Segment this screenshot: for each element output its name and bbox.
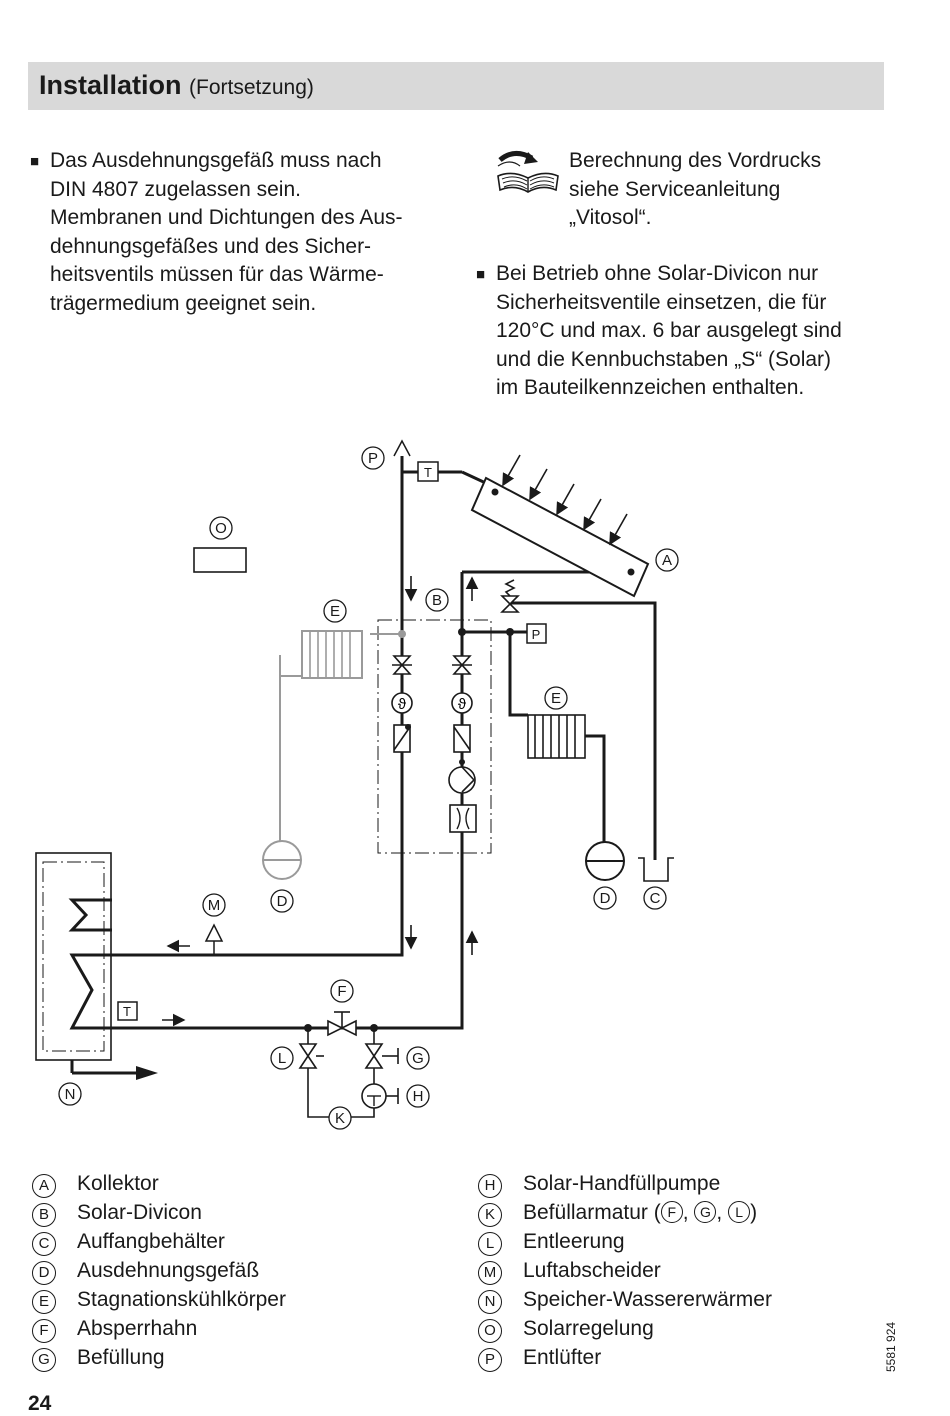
legend-text: Kollektor	[77, 1172, 159, 1195]
text-line: und die Kennbuchstaben „S“ (Solar)	[496, 347, 832, 371]
label-A: A	[662, 552, 672, 569]
label-F: F	[337, 983, 346, 1000]
text-line: Das Ausdehnungsgefäß muss nach	[50, 149, 382, 172]
label-B: B	[432, 592, 442, 609]
document-number: 5581 924	[884, 1321, 898, 1372]
legend-letter: B	[32, 1203, 56, 1227]
legend-text: Solarregelung	[523, 1317, 654, 1340]
ref-close: )	[750, 1201, 758, 1224]
text-line: heitsventils müssen für das Wärme-	[50, 263, 384, 286]
text-line: „Vitosol“.	[569, 206, 652, 229]
legend-letter: F	[32, 1319, 56, 1343]
legend-text: Stagnationskühlkörper	[77, 1288, 286, 1311]
label-K: K	[335, 1110, 345, 1127]
note-paragraph: Berechnung des Vordrucks siehe Servicean…	[569, 147, 821, 233]
section-title: Installation (Fortsetzung)	[39, 70, 314, 101]
legend-text: Speicher-Wassererwärmer	[523, 1288, 772, 1311]
left-paragraph: Das Ausdehnungsgefäß muss nach DIN 4807 …	[50, 147, 403, 318]
label-D: D	[277, 893, 288, 910]
collector	[470, 454, 650, 598]
legend-text: Befüllung	[77, 1346, 165, 1369]
ref-separator: ,	[716, 1201, 723, 1224]
legend-text: Entleerung	[523, 1230, 625, 1253]
bullet-square: ■	[476, 266, 486, 283]
label-P: P	[368, 450, 378, 467]
text-line: trägermedium geeignet sein.	[50, 291, 317, 315]
text-line: siehe Serviceanleitung	[569, 177, 781, 201]
page-number: 24	[28, 1392, 52, 1415]
label-D: D	[600, 890, 611, 907]
text-line: 120°C und max. 6 bar ausgelegt sind	[496, 319, 842, 342]
legend-letter: M	[478, 1261, 502, 1285]
label-T: T	[424, 465, 432, 480]
legend-text: Befüllarmatur (	[523, 1201, 661, 1224]
legend-letter: P	[478, 1348, 502, 1372]
label-L: L	[278, 1050, 286, 1067]
book-reference-icon	[497, 151, 559, 193]
text-line: Membranen und Dichtungen des Aus-	[50, 206, 403, 229]
legend-text: Ausdehnungsgefäß	[77, 1259, 260, 1282]
section-header: Installation (Fortsetzung)	[28, 62, 884, 110]
legend-letter: K	[478, 1203, 502, 1227]
label-G: G	[412, 1050, 424, 1067]
legend-text: Absperrhahn	[77, 1317, 198, 1340]
label-C: C	[650, 890, 661, 907]
thermometer-symbol: ϑ	[458, 696, 467, 713]
right-paragraph: Bei Betrieb ohne Solar-Divicon nur Siche…	[496, 260, 842, 403]
label-O: O	[215, 520, 227, 537]
label-P: P	[532, 627, 541, 642]
text-line: Berechnung des Vordrucks	[569, 149, 822, 172]
legend-letter: O	[478, 1319, 502, 1343]
legend-text: Luftabscheider	[523, 1259, 661, 1282]
section-title-text: Installation	[39, 70, 182, 100]
legend-text: Solar-Handfüllpumpe	[523, 1172, 721, 1195]
legend-letter: D	[32, 1261, 56, 1285]
ref-letter: L	[728, 1201, 751, 1223]
label-M: M	[208, 897, 221, 914]
section-subtitle: (Fortsetzung)	[189, 76, 314, 99]
legend-text: Solar-Divicon	[77, 1201, 202, 1224]
ref-separator: ,	[682, 1201, 689, 1224]
expansion-vessel-grey	[262, 840, 302, 880]
legend-text: Auffangbehälter	[77, 1230, 225, 1253]
label-E: E	[330, 603, 340, 620]
text-line: im Bauteilkennzeichen enthalten.	[496, 376, 805, 399]
label-N: N	[65, 1086, 76, 1103]
legend-letter: H	[478, 1174, 502, 1198]
thermometer-symbol: ϑ	[398, 696, 407, 713]
bullet-square: ■	[30, 153, 40, 170]
legend-letter: A	[32, 1174, 56, 1198]
text-line: Sicherheitsventile einsetzen, die für	[496, 290, 827, 314]
text-line: DIN 4807 zugelassen sein.	[50, 177, 301, 201]
legend-letter: L	[478, 1232, 502, 1256]
text-line: dehnungsgefäßes und des Sicher-	[50, 234, 372, 258]
legend-letter: C	[32, 1232, 56, 1256]
label-E: E	[551, 690, 561, 707]
legend-letter: E	[32, 1290, 56, 1314]
legend-text: Entlüfter	[523, 1346, 602, 1369]
legend-letter: G	[32, 1348, 56, 1372]
label-H: H	[413, 1088, 424, 1105]
legend-text-with-refs: Befüllarmatur (F, G, L)	[523, 1201, 757, 1225]
ref-letter: G	[694, 1201, 717, 1223]
controller-box	[193, 547, 247, 573]
legend-letter: N	[478, 1290, 502, 1314]
label-T: T	[123, 1004, 131, 1019]
text-line: Bei Betrieb ohne Solar-Divicon nur	[496, 262, 819, 285]
ref-letter: F	[660, 1201, 683, 1223]
